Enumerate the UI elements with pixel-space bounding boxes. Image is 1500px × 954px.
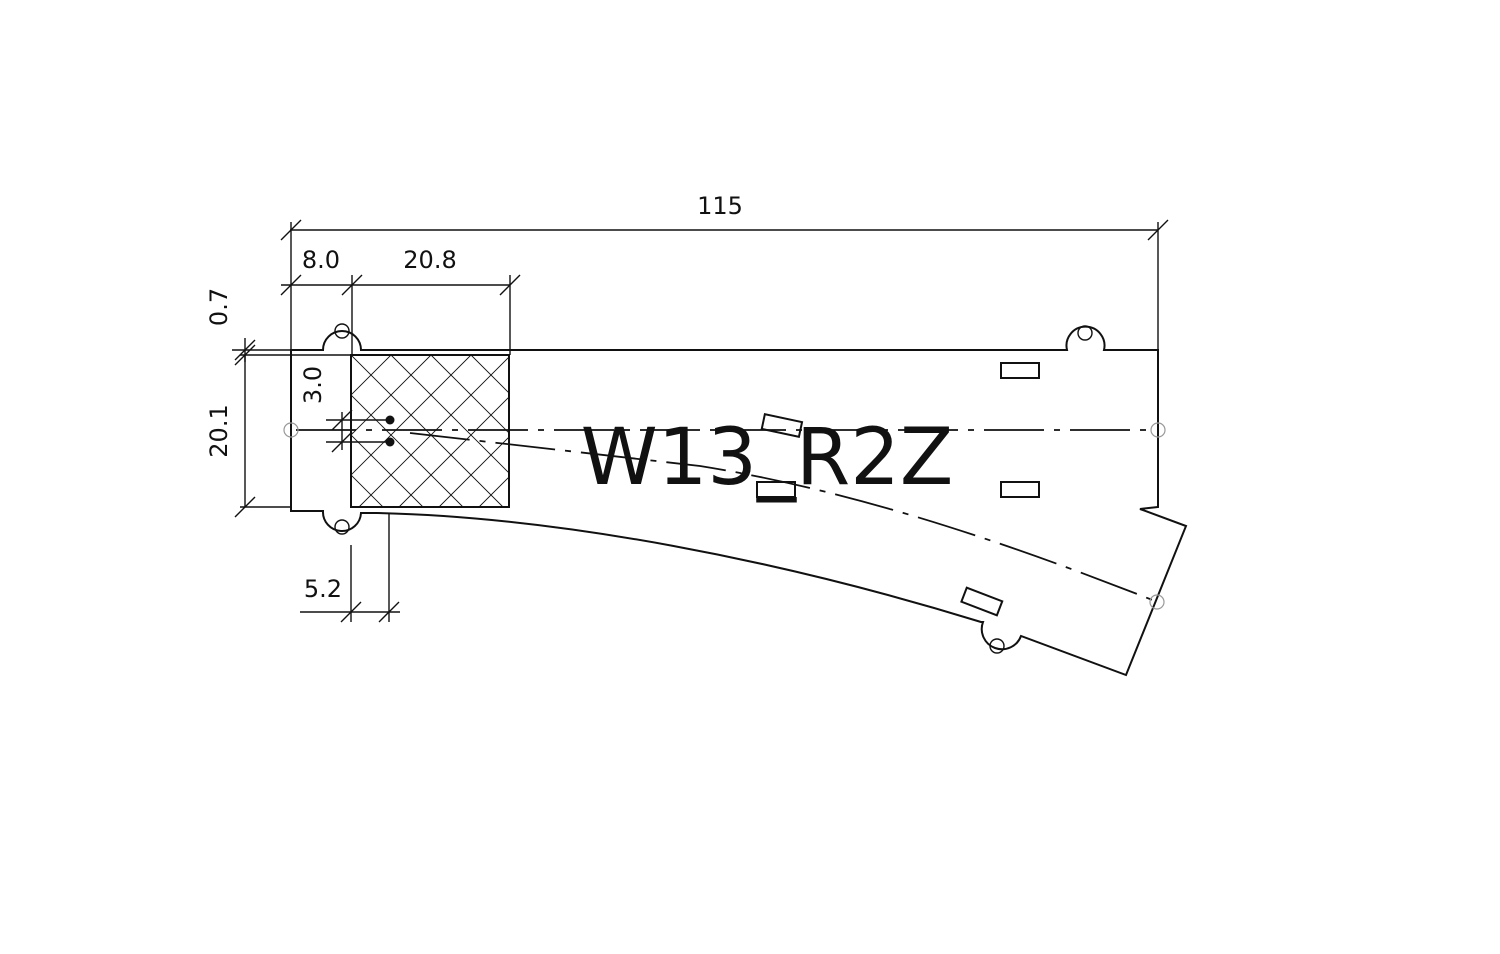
dim-overall-length: 115 [280, 192, 1169, 350]
dim-pin-spacing-label: 3.0 [299, 366, 327, 404]
part-label: W13_R2Z [581, 413, 954, 503]
slot [756, 481, 796, 498]
slot [1000, 362, 1040, 379]
dim-block-length: 20.8 [352, 246, 521, 355]
dim-lower-offset-label: 5.2 [304, 575, 342, 603]
dim-block-length-label: 20.8 [403, 246, 456, 274]
slot [1000, 481, 1040, 498]
diverging-centerline [409, 432, 1156, 602]
mounting-hole-bottom-left [334, 519, 350, 535]
pin-lower [385, 437, 395, 447]
mounting-hole-bottom-right [989, 638, 1005, 654]
mounting-hole-top-right [1077, 325, 1093, 341]
centerline-end-diverge [1149, 594, 1165, 610]
centerline-end-left [283, 422, 299, 438]
dim-lower-offset: 5.2 [300, 513, 400, 623]
dim-top-gap-label: 0.7 [205, 288, 233, 326]
dim-end-offset: 8.0 [280, 246, 363, 355]
board-outline [290, 325, 1188, 677]
connector-hatch [351, 355, 509, 507]
dim-overall-length-label: 115 [697, 192, 743, 220]
centerline-end-right [1150, 422, 1166, 438]
dim-width-label: 20.1 [205, 404, 233, 457]
dim-end-offset-label: 8.0 [302, 246, 340, 274]
connector-block [350, 354, 510, 508]
slot [760, 413, 804, 438]
dim-width: 20.1 [205, 355, 290, 518]
dim-pin-spacing: 3.0 [299, 366, 388, 453]
pin-upper [385, 415, 395, 425]
slot [960, 586, 1004, 617]
dim-top-gap: 0.7 [205, 288, 350, 366]
mounting-hole-top-left [334, 323, 350, 339]
